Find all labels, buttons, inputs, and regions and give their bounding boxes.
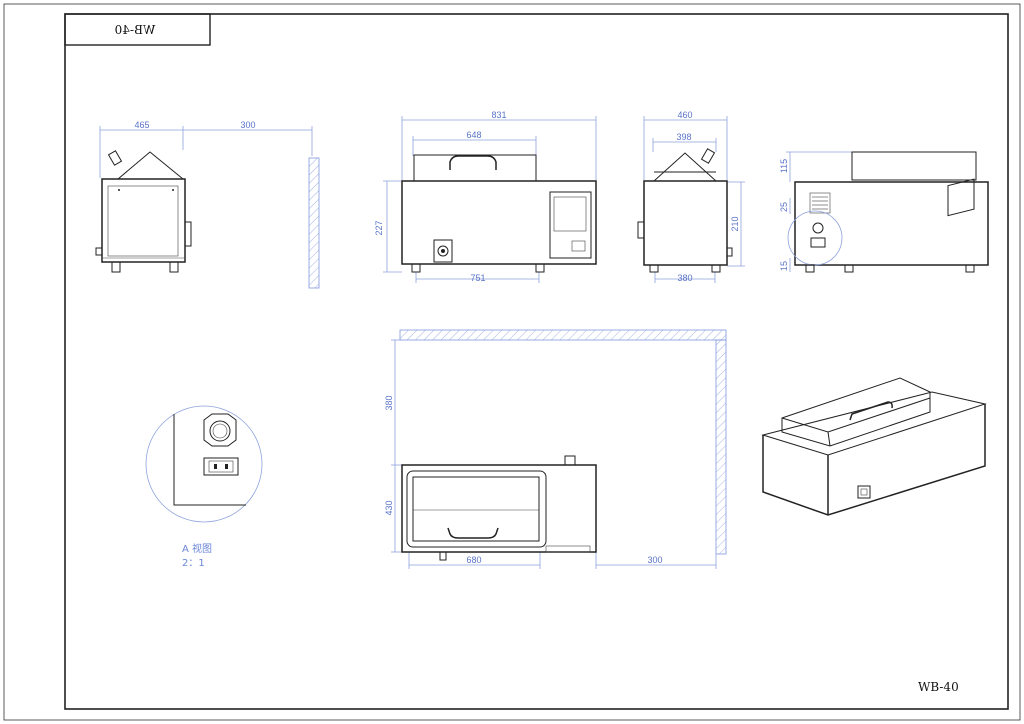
detail-view-a: A 视图 2：1: [145, 405, 263, 569]
dim-top-side-clearance: 300: [647, 555, 662, 565]
outer-border: [3, 3, 1021, 721]
dim-right-height: 210: [730, 216, 740, 231]
dim-front-feet: 751: [470, 273, 485, 283]
dim-right-feet: 380: [677, 273, 692, 283]
corner-model-label: WB-40: [918, 680, 959, 694]
rear-view: 115 25 15: [779, 151, 989, 273]
wall-hatch-rear: [399, 329, 727, 341]
dim-front-overall: 831: [491, 110, 506, 120]
wall-hatch-side: [715, 339, 727, 555]
dim-right-width: 460: [677, 110, 692, 120]
lid-handle-iso: [849, 401, 893, 421]
dim-rear-vent: 25: [779, 202, 789, 212]
dim-front-height: 227: [374, 220, 384, 235]
isometric-view: [761, 178, 987, 516]
title-block: WB-40: [64, 13, 211, 46]
lid-handle-front: [449, 155, 497, 170]
drawing-frame: [64, 13, 1009, 710]
dim-rear-lid: 115: [779, 159, 789, 173]
dim-left-clearance: 300: [240, 120, 255, 130]
right-side-view: 460 398 210 380: [637, 110, 745, 283]
lid-handle-top: [447, 527, 499, 539]
dim-top-tank: 680: [466, 555, 481, 565]
dim-front-lid: 648: [466, 130, 481, 140]
dim-right-lid: 398: [676, 132, 691, 142]
dim-left-width: 465: [134, 120, 149, 130]
detail-scale: 2：1: [182, 558, 205, 569]
dim-top-depth: 430: [384, 500, 394, 515]
front-view: 831 648 227 751: [374, 110, 597, 283]
rear-vent: [809, 192, 831, 214]
dim-top-rear-clearance: 380: [384, 395, 394, 410]
top-view: 380 430 680 300: [384, 329, 727, 569]
left-side-view: 465 300: [95, 120, 320, 289]
detail-label: A 视图: [182, 542, 212, 555]
wall-hatch-left: [308, 157, 320, 289]
title-block-model: WB-40: [115, 23, 156, 37]
dim-rear-base: 15: [779, 261, 789, 271]
